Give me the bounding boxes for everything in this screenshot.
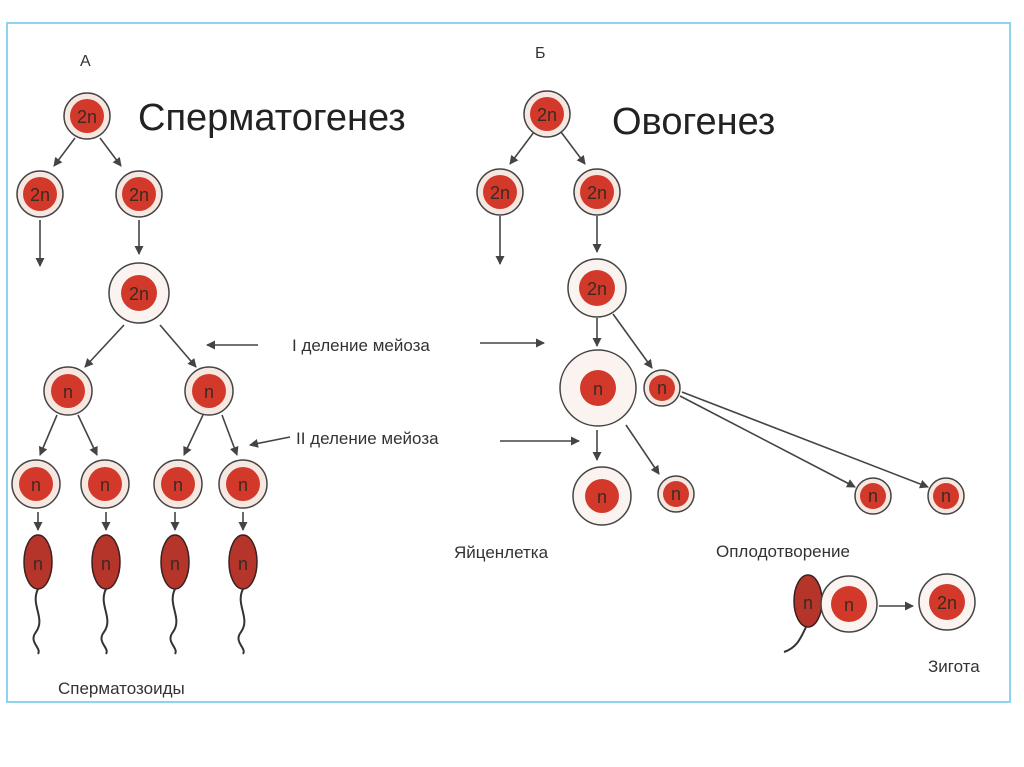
panel-letter-b: Б xyxy=(535,45,546,62)
panel-letter-a: А xyxy=(80,53,91,70)
fertilization-group: n n 2n xyxy=(783,573,976,653)
cell-label: n xyxy=(173,475,183,495)
oogenesis-cells: 2n 2n 2n 2n n n n xyxy=(476,90,965,526)
meiosis-2-label: II деление мейоза xyxy=(296,429,439,448)
fertilization-label: Оплодотворение xyxy=(716,542,850,561)
cell-label: n xyxy=(593,379,603,399)
cell-label: 2n xyxy=(937,593,957,613)
cell-label: 2n xyxy=(129,284,149,304)
cell-label: n xyxy=(844,595,854,615)
cell-label: 2n xyxy=(30,185,50,205)
slide-frame xyxy=(6,22,1011,703)
cell-label: n xyxy=(941,486,951,506)
egg-label: Яйценлетка xyxy=(454,543,549,562)
zygote-label: Зигота xyxy=(928,657,980,676)
spermatogenesis-cells: 2n 2n 2n 2n n n n n xyxy=(11,92,268,509)
cell-label: 2n xyxy=(587,279,607,299)
spermatozoa-caption: Сперматозоиды xyxy=(58,679,185,698)
sperm: n xyxy=(160,534,190,655)
cell-label: n xyxy=(204,382,214,402)
spermatogenesis-title: Сперматогенез xyxy=(138,97,406,139)
cell-label: n xyxy=(33,554,43,574)
cell-label: 2n xyxy=(77,107,97,127)
cell-label: n xyxy=(803,593,813,613)
cell-label: n xyxy=(101,554,111,574)
sperm: n xyxy=(91,534,121,655)
cell-label: n xyxy=(597,487,607,507)
spermatogenesis-arrows xyxy=(33,137,248,531)
sperm-cells: n n n n xyxy=(23,534,258,655)
cell-label: 2n xyxy=(490,183,510,203)
sperm: n xyxy=(23,534,53,655)
sperm: n xyxy=(783,574,823,653)
cell-label: n xyxy=(238,554,248,574)
cell-label: n xyxy=(31,475,41,495)
cell-label: n xyxy=(238,475,248,495)
cell-label: 2n xyxy=(129,185,149,205)
sperm: n xyxy=(228,534,258,655)
meiosis-1-label: I деление мейоза xyxy=(292,336,430,355)
cell-label: n xyxy=(170,554,180,574)
oogenesis-title: Овогенез xyxy=(612,101,775,143)
oogenesis-arrows xyxy=(495,131,929,611)
cell-label: n xyxy=(63,382,73,402)
cell-label: n xyxy=(868,486,878,506)
cell-label: 2n xyxy=(537,105,557,125)
meiosis-pointer-arrows xyxy=(206,338,580,448)
cell-label: n xyxy=(100,475,110,495)
cell-label: 2n xyxy=(587,183,607,203)
cell-label: n xyxy=(657,378,667,398)
cell-label: n xyxy=(671,484,681,504)
